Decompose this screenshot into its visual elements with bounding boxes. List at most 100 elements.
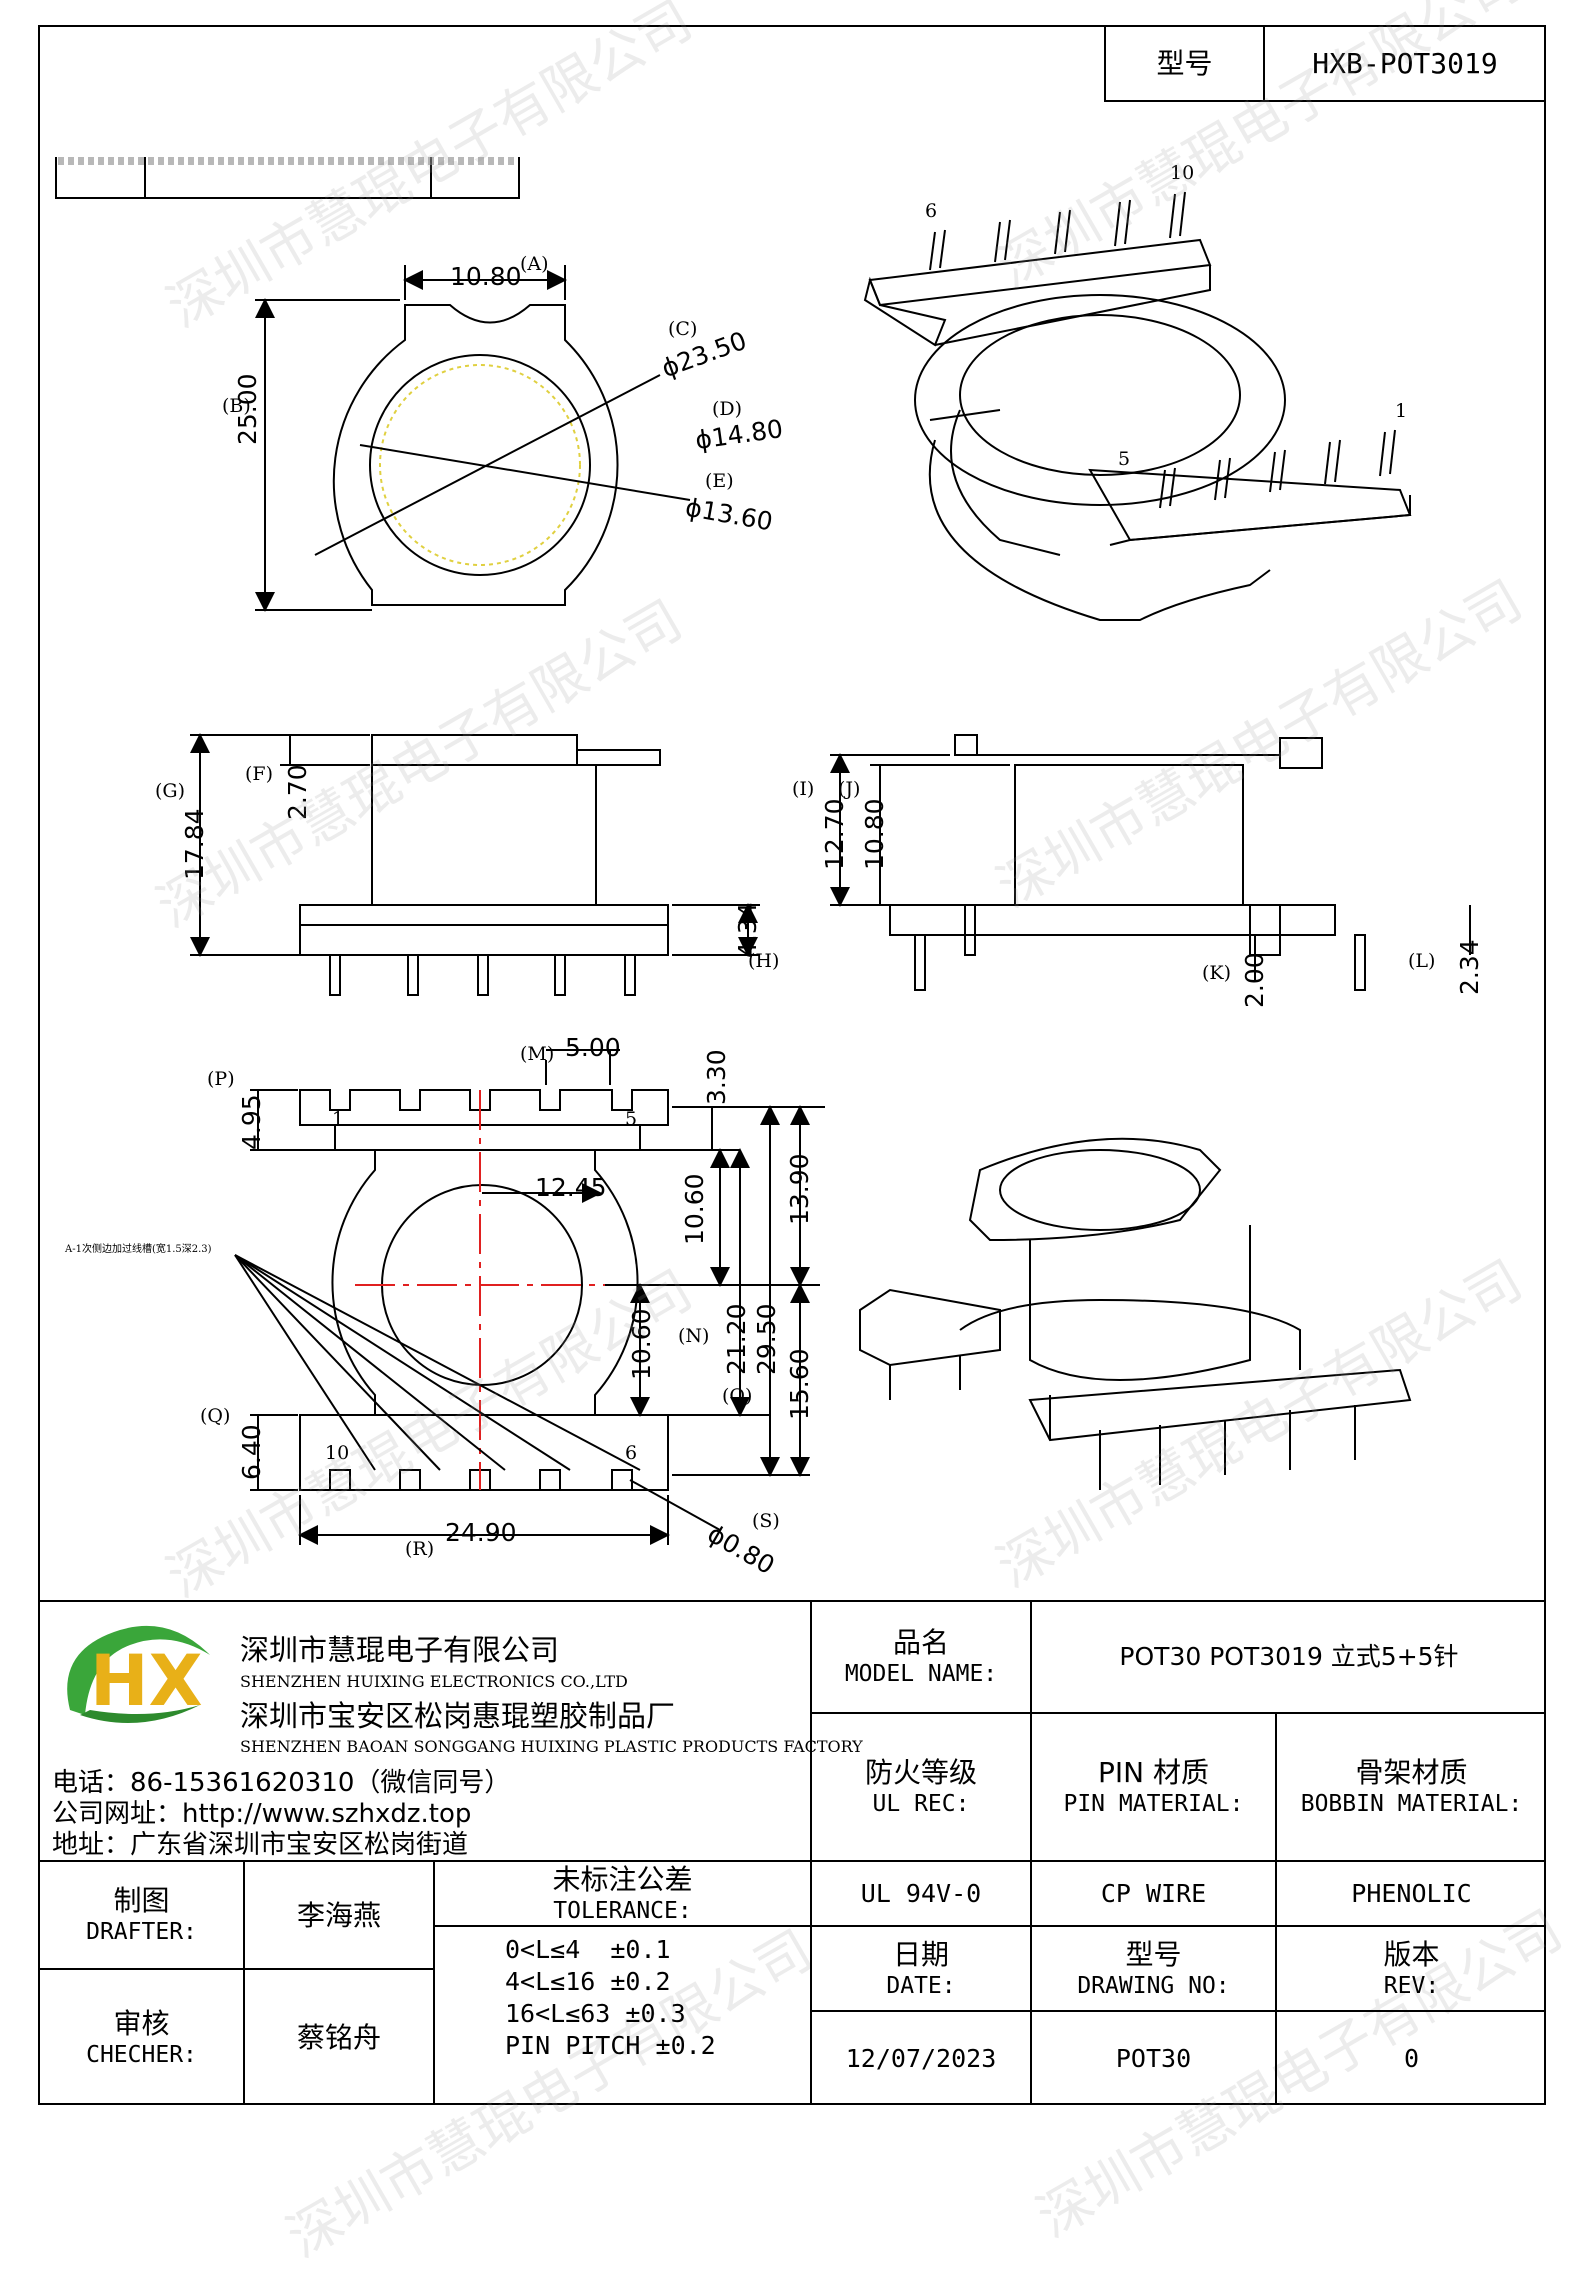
technical-drawing [190, 191, 1471, 1545]
company-cn: 深圳市慧琨电子有限公司 [240, 1633, 560, 1667]
drafter-name: 李海燕 [296, 1898, 381, 1932]
date-cn: 日期 [892, 1937, 949, 1971]
dim-l-value: 2.34 [1455, 939, 1484, 995]
factory-cn: 深圳市宝安区松岗惠琨塑胶制品厂 [240, 1699, 676, 1733]
dim-n-label: (N) [678, 1325, 710, 1347]
dim-r-label: (R) [405, 1538, 435, 1560]
iso-view-bottom [859, 1137, 1412, 1490]
dim-2950-value: 29.50 [752, 1303, 781, 1375]
front-view [190, 733, 760, 996]
logo-letters: HX [90, 1640, 203, 1722]
dim-1245-value: 12.45 [535, 1173, 607, 1202]
dim-a-label: (A) [520, 253, 549, 275]
bottom-pin1: 1 [332, 1108, 345, 1130]
rev-value: 0 [1403, 2043, 1420, 2073]
dim-j-value: 10.80 [860, 798, 889, 870]
website: 公司网址：http://www.szhxdz.top [52, 1799, 472, 1829]
model-name-value: POT30 POT3019 立式5+5针 [1119, 1642, 1459, 1672]
pin-value: CP WIRE [1100, 1878, 1207, 1908]
dim-1060a-value: 10.60 [680, 1173, 709, 1245]
ul-value: UL 94V-0 [860, 1878, 982, 1908]
dim-k-value: 2.00 [1240, 952, 1269, 1008]
company-logo: HX [67, 1625, 210, 1723]
dim-l-label: (L) [1408, 950, 1436, 972]
drawing-no-en: DRAWING NO: [1077, 1972, 1230, 1999]
dim-r-value: 24.90 [445, 1518, 517, 1547]
company-en: SHENZHEN HUIXING ELECTRONICS CO.,LTD [240, 1672, 628, 1691]
model-name-en: MODEL NAME: [844, 1661, 998, 1688]
slot-note: A-1次侧边加过线槽(宽1.5深2.3) [65, 1244, 212, 1255]
bottom-pin6: 6 [625, 1442, 638, 1464]
dim-a-value: 10.80 [450, 262, 522, 291]
drawing-no-value: POT30 [1115, 2043, 1192, 2073]
rev-cn: 版本 [1383, 1937, 1440, 1971]
dim-q-value: 6.40 [237, 1424, 266, 1480]
dim-i-label: (I) [792, 778, 815, 800]
bottom-view [234, 1049, 825, 1545]
iso-pin10: 10 [1170, 162, 1195, 184]
dim-j-label: (J) [838, 778, 861, 800]
outer-frame [38, 25, 1546, 2105]
date-header: 日期 DATE: [812, 1927, 1030, 2010]
drafter-en: DRAFTER: [86, 1919, 197, 1946]
address: 地址：广东省深圳市宝安区松岗街道 [52, 1830, 469, 1860]
iso-pin6: 6 [925, 200, 938, 222]
bobbin-header: 骨架材质 BOBBIN MATERIAL: [1277, 1714, 1546, 1860]
date-value: 12/07/2023 [845, 2043, 997, 2073]
dim-1390-value: 13.90 [785, 1153, 814, 1225]
rev-en: REV: [1383, 1972, 1440, 1999]
drawing-no-cn: 型号 [1125, 1937, 1182, 1971]
dim-m-value: 5.00 [565, 1033, 621, 1062]
tolerance-header: 未标注公差 TOLERANCE: [435, 1862, 810, 1925]
dim-q-label: (Q) [200, 1405, 231, 1427]
model-name-cn: 品名 [892, 1626, 949, 1660]
drafter-cn: 制图 [113, 1884, 170, 1918]
dim-p-label: (P) [207, 1068, 235, 1090]
top-view [255, 265, 691, 612]
tolerance-list: 0<L≤4 ±0.1 4<L≤16 ±0.2 16<L≤63 ±0.3 PIN … [505, 1935, 805, 2063]
tolerance-en: TOLERANCE: [553, 1897, 692, 1924]
dim-f-label: (F) [245, 763, 274, 785]
dim-h-label: (H) [748, 950, 780, 972]
dim-i-value: 12.70 [820, 798, 849, 870]
drawing-sheet: 型号 HXB-POT3019 [38, 0, 1572, 2270]
checker-cn: 审核 [113, 2006, 170, 2040]
header-model-box [1104, 25, 1546, 102]
iso-pin1: 1 [1395, 400, 1408, 422]
dim-330-value: 3.30 [702, 1049, 731, 1105]
dim-e-label: (E) [705, 470, 734, 492]
pin-en: PIN MATERIAL: [1063, 1791, 1244, 1818]
tolerance-row: 0<L≤4 ±0.1 [505, 1935, 671, 1964]
pin-cn: PIN 材质 [1098, 1756, 1209, 1790]
ul-en: UL REC: [872, 1791, 970, 1818]
tolerance-row: PIN PITCH ±0.2 [505, 2031, 716, 2060]
bottom-pin10: 10 [325, 1442, 350, 1464]
dim-b-label: (B) [222, 395, 251, 417]
tolerance-row: 16<L≤63 ±0.3 [505, 1999, 686, 2028]
pin-header: PIN 材质 PIN MATERIAL: [1032, 1714, 1275, 1860]
rev-header: 版本 REV: [1277, 1927, 1546, 2010]
dim-k-label: (K) [1202, 962, 1232, 984]
header-model-value: HXB-POT3019 [1312, 47, 1498, 80]
side-view [830, 734, 1471, 991]
header-model-label: 型号 [1156, 47, 1213, 80]
dim-p-value: 4.95 [237, 1094, 266, 1150]
phone: 电话：86-15361620310（微信同号） [52, 1768, 511, 1798]
model-name-header: 品名 MODEL NAME: [812, 1602, 1030, 1712]
ul-cn: 防火等级 [864, 1756, 977, 1790]
clipped-revision-table [55, 157, 520, 199]
checker-name: 蔡铭舟 [296, 2021, 381, 2054]
dim-m-label: (M) [520, 1043, 555, 1065]
dim-n-value: 21.20 [722, 1303, 751, 1375]
drawing-no-header: 型号 DRAWING NO: [1032, 1927, 1275, 2010]
tolerance-row: 4<L≤16 ±0.2 [505, 1967, 671, 1996]
iso-view-top [863, 191, 1412, 621]
factory-en: SHENZHEN BAOAN SONGGANG HUIXING PLASTIC … [240, 1737, 863, 1756]
drafter-header: 制图 DRAFTER: [40, 1862, 243, 1968]
dim-g-label: (G) [155, 780, 186, 802]
bobbin-en: BOBBIN MATERIAL: [1300, 1791, 1523, 1818]
dim-1560-value: 15.60 [785, 1348, 814, 1420]
checker-header: 审核 CHECHER: [40, 1970, 243, 2105]
iso-pin5: 5 [1118, 448, 1131, 470]
dim-d-label: (D) [712, 398, 743, 420]
